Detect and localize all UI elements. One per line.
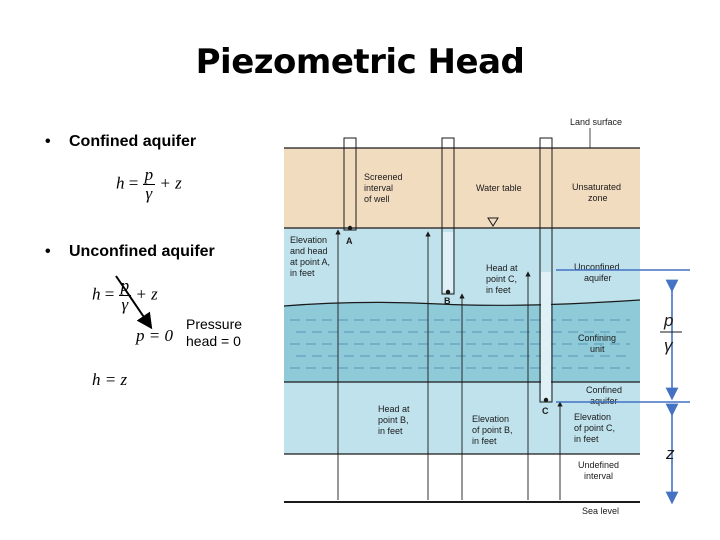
label-elev-c: Elevation: [574, 412, 611, 422]
label-elev-c: in feet: [574, 434, 599, 444]
label-head-c: Head at: [486, 263, 518, 273]
pressure-head-note: Pressure head = 0: [186, 316, 242, 350]
confining-hatch: [290, 319, 630, 369]
eq-gamma: γ: [121, 295, 129, 314]
bullet-confined-label: Confined aquifer: [69, 133, 197, 150]
pressure-note-line1: Pressure: [186, 316, 243, 332]
side-label-z: z: [665, 444, 675, 463]
label-elev-a: at point A,: [290, 257, 330, 267]
label-confined-aquifer: Confined: [586, 385, 622, 395]
label-confining-unit: Confining: [578, 333, 616, 343]
unsaturated-zone: [284, 148, 640, 228]
eq-h: h: [116, 173, 125, 193]
label-undefined-interval: interval: [584, 471, 613, 481]
bullet-dot: •: [45, 133, 51, 150]
bullet-unconfined-label: Unconfined aquifer: [69, 243, 215, 260]
equation-unconfined: h = p γ + z: [92, 277, 158, 314]
label-unconfined-aquifer: aquifer: [584, 273, 612, 283]
point-c-marker: [543, 397, 549, 403]
well-c-water: [541, 272, 551, 400]
label-unsaturated: zone: [588, 193, 608, 203]
label-point-b: B: [444, 296, 451, 306]
label-head-c: point C,: [486, 274, 517, 284]
equation-confined: h = p γ + z: [116, 166, 182, 203]
label-head-b: point B,: [378, 415, 409, 425]
side-label-gamma: γ: [664, 336, 674, 355]
label-confining-unit: unit: [590, 344, 605, 354]
label-elev-b: Elevation: [472, 414, 509, 424]
label-head-b: in feet: [378, 426, 403, 436]
eq-gamma: γ: [145, 184, 153, 203]
pressure-note-line2: head = 0: [186, 333, 241, 349]
eq-plus-z: + z: [135, 284, 158, 304]
confining-top-line: [283, 299, 641, 307]
label-point-a: A: [346, 236, 353, 246]
eq-p: p: [142, 165, 156, 185]
well-b-water: [443, 232, 453, 292]
label-elev-a: and head: [290, 246, 328, 256]
label-unconfined-aquifer: Unconfined: [574, 262, 620, 272]
label-elev-c: of point C,: [574, 423, 615, 433]
label-undefined-interval: Undefined: [578, 460, 619, 470]
eq-h: h: [92, 284, 101, 304]
eq-p: p: [118, 276, 132, 296]
equation-h-z: h = z: [92, 370, 128, 389]
side-label-p: p: [663, 311, 673, 330]
strike-arrow-icon: [115, 275, 153, 330]
label-screened: of well: [364, 194, 390, 204]
eq-plus-z: + z: [159, 173, 182, 193]
label-sea-level: Sea level: [582, 506, 619, 516]
slide-title: Piezometric Head: [195, 42, 525, 82]
bullet-dot: •: [45, 243, 51, 260]
label-head-b: Head at: [378, 404, 410, 414]
label-elev-b: of point B,: [472, 425, 513, 435]
eq-fraction: p γ: [142, 165, 156, 203]
water-table-symbol: [487, 217, 499, 227]
label-point-c: C: [542, 406, 549, 416]
label-screened: interval: [364, 183, 393, 193]
eq-equals: =: [128, 173, 139, 193]
label-water-table: Water table: [476, 183, 522, 193]
eq-equals: =: [104, 284, 115, 304]
point-a-marker: [347, 225, 353, 231]
label-confined-aquifer: aquifer: [590, 396, 618, 406]
label-elev-b: in feet: [472, 436, 497, 446]
label-unsaturated: Unsaturated: [572, 182, 621, 192]
label-elev-a: Elevation: [290, 235, 327, 245]
label-head-c: in feet: [486, 285, 511, 295]
equation-p-zero: p = 0: [136, 326, 173, 345]
point-b-marker: [445, 289, 451, 295]
label-elev-a: in feet: [290, 268, 315, 278]
eq-fraction: p γ: [118, 276, 132, 314]
label-screened: Screened: [364, 172, 403, 182]
label-land-surface: Land surface: [570, 117, 622, 127]
